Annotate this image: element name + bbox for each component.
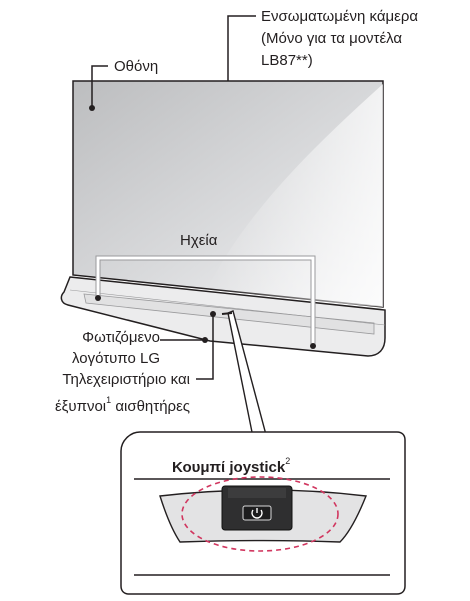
logo-label-line2: λογότυπο LG xyxy=(71,350,160,367)
speaker-dot-right xyxy=(310,343,316,349)
screen-leader-line xyxy=(91,65,108,108)
speakers-bracket xyxy=(96,256,315,347)
speakers-bracket-outline xyxy=(95,255,316,347)
speakers-label: Ηχεία xyxy=(180,232,218,249)
joystick-title-text: Κουμπί joystick xyxy=(172,459,286,476)
screen-dot xyxy=(89,105,95,111)
speaker-dot-left xyxy=(95,295,101,301)
logo-label-line1: Φωτιζόμενο xyxy=(82,329,160,346)
remote-label-sensors: αισθητήρες xyxy=(111,398,190,415)
camera-label-line2: (Μόνο για τα μοντέλα xyxy=(261,30,403,47)
remote-label-line1: Τηλεχειριστήριο και xyxy=(62,371,190,388)
logo-dot xyxy=(202,337,208,343)
joystick-title: Κουμπί joystick2 xyxy=(172,454,290,477)
tv-screen xyxy=(72,80,384,308)
screen-label: Οθόνη xyxy=(114,58,159,75)
remote-label-smart: έξυπνοι xyxy=(55,398,107,415)
joystick-dashed-highlight xyxy=(181,476,339,552)
camera-label-line1: Ενσωματωμένη κάμερα xyxy=(261,8,419,25)
remote-label-line2: έξυπνοι1 αισθητήρες xyxy=(0,393,190,416)
sensor-leader-line xyxy=(196,314,214,380)
power-icon xyxy=(242,505,272,521)
joystick-inset xyxy=(120,431,406,595)
camera-leader-line xyxy=(227,15,256,81)
footnote-2: 2 xyxy=(285,456,291,466)
footnote-1: 1 xyxy=(106,395,112,405)
camera-label-line3: LB87**) xyxy=(261,52,313,69)
sensor-dot xyxy=(210,311,216,317)
